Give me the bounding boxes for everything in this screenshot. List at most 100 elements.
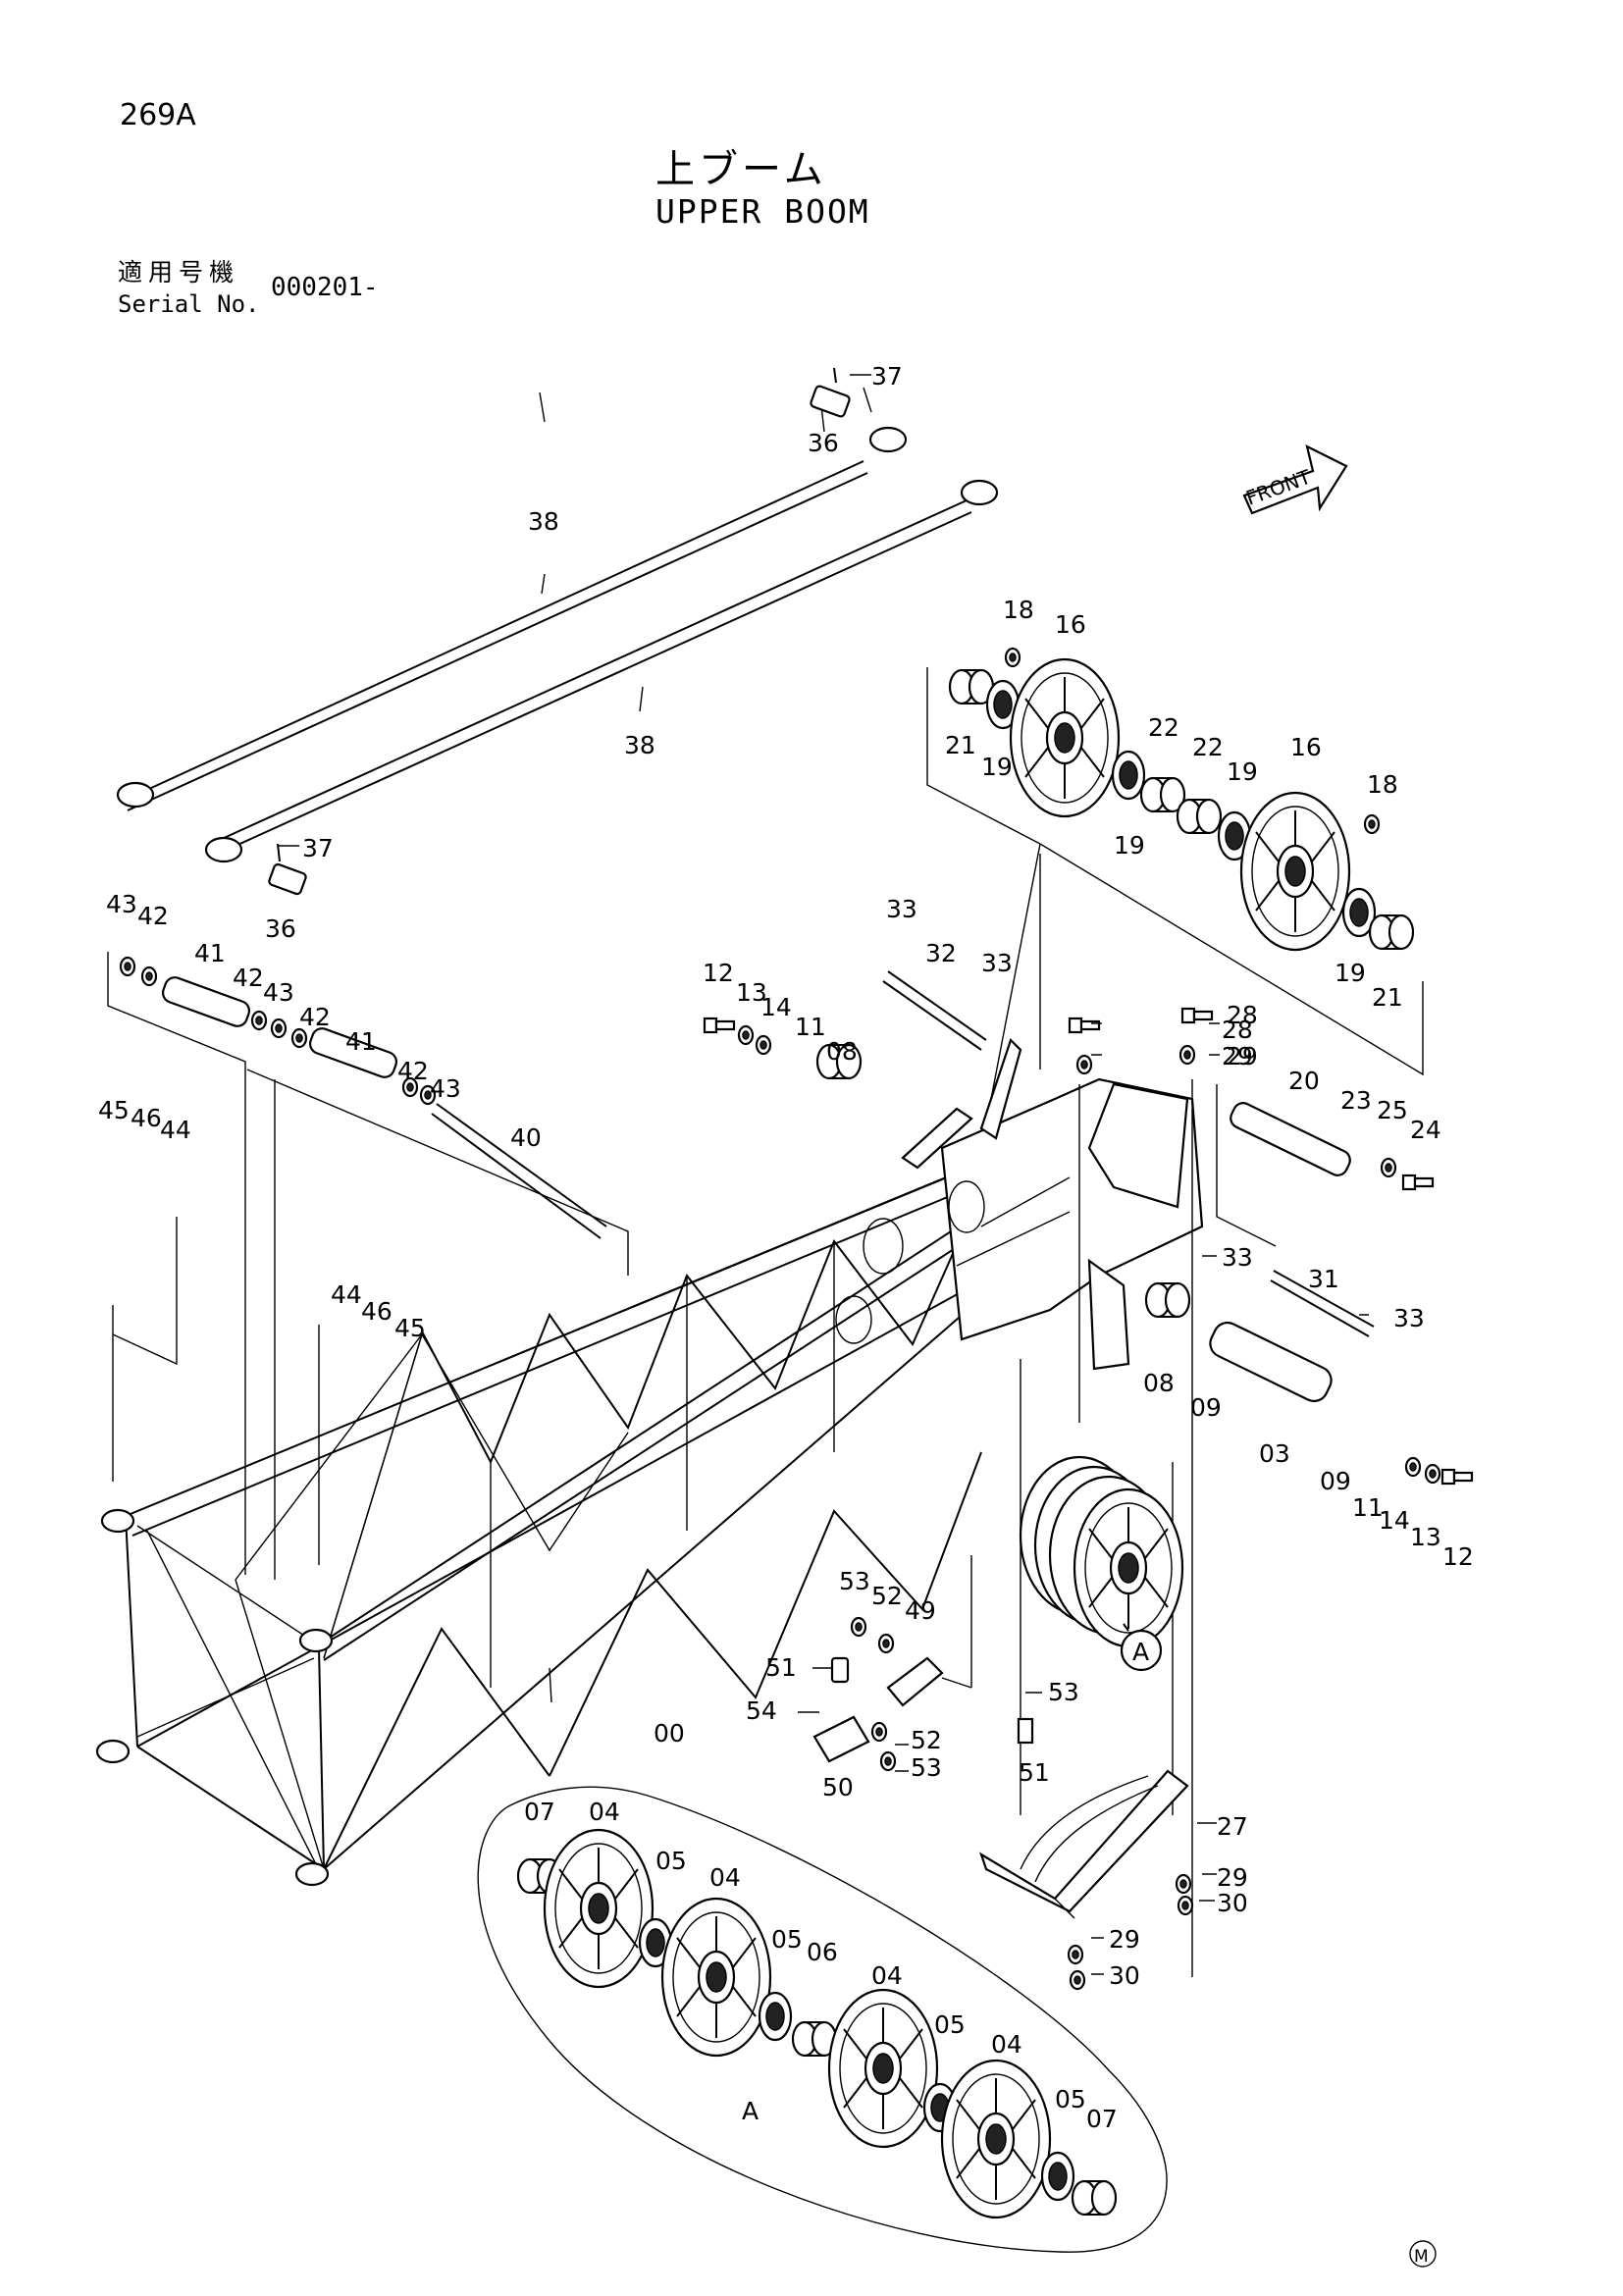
part-callout-c27: 27 bbox=[1217, 1812, 1248, 1841]
part-callout-c42a: 42 bbox=[137, 902, 169, 930]
part-callout-c44b: 44 bbox=[331, 1280, 362, 1309]
part-callout-c53b: 53 bbox=[911, 1753, 942, 1782]
part-callout-c07a: 07 bbox=[524, 1798, 555, 1826]
serial-value: 000201- bbox=[271, 273, 379, 302]
part-callout-c45a: 45 bbox=[98, 1096, 130, 1124]
boom-head bbox=[835, 1037, 1204, 1371]
part-callout-c09a: 09 bbox=[1190, 1393, 1222, 1422]
part-callout-c21a: 21 bbox=[945, 731, 976, 759]
part-callout-c33d: 33 bbox=[1393, 1304, 1425, 1332]
part-callout-c42b: 42 bbox=[233, 964, 264, 992]
boom-lattice-frame bbox=[95, 1136, 1043, 1887]
part-callout-c42c: 42 bbox=[299, 1003, 331, 1031]
part-callout-c51b: 51 bbox=[1019, 1758, 1050, 1787]
part-callout-c07b: 07 bbox=[1086, 2105, 1118, 2133]
detail-a-marker: A bbox=[1132, 1638, 1149, 1666]
pins bbox=[268, 367, 851, 896]
title-english: UPPER BOOM bbox=[655, 192, 870, 231]
part-callout-c16b: 16 bbox=[1290, 733, 1322, 761]
part-callout-c41a: 41 bbox=[194, 939, 226, 967]
part-callout-c19b: 19 bbox=[1114, 831, 1145, 860]
part-callout-c36a: 36 bbox=[808, 429, 839, 457]
part-callout-c45b: 45 bbox=[394, 1314, 426, 1342]
part-callout-c13a: 13 bbox=[736, 978, 767, 1007]
part-callout-c11a: 11 bbox=[795, 1013, 826, 1041]
part-callout-c05c: 05 bbox=[934, 2010, 966, 2039]
part-callout-c00: 00 bbox=[654, 1719, 685, 1748]
part-callout-c23: 23 bbox=[1340, 1086, 1372, 1115]
part-callout-c12b: 12 bbox=[1442, 1542, 1474, 1571]
part-callout-c42d: 42 bbox=[397, 1057, 429, 1085]
part-callout-c33b: 33 bbox=[981, 949, 1013, 977]
part-callout-c05b: 05 bbox=[771, 1925, 803, 1954]
part-callout-c40: 40 bbox=[510, 1123, 542, 1152]
part-callout-c29a: 29 bbox=[1222, 1042, 1253, 1070]
part-callout-c41b: 41 bbox=[345, 1027, 377, 1056]
part-callout-c19d: 19 bbox=[1335, 959, 1366, 987]
part-callout-c08b: 08 bbox=[1143, 1369, 1175, 1397]
serial-label-japanese: 適用号機 bbox=[118, 258, 240, 287]
part-callout-c31: 31 bbox=[1308, 1265, 1339, 1293]
part-callout-c43b: 43 bbox=[263, 978, 294, 1007]
part-callout-c29d: 29 bbox=[1109, 1925, 1140, 1954]
part-callout-c05a: 05 bbox=[655, 1847, 687, 1875]
part-callout-c32: 32 bbox=[925, 939, 957, 967]
part-callout-c38b: 38 bbox=[624, 731, 655, 759]
part-callout-c46a: 46 bbox=[131, 1104, 162, 1132]
part-callout-c52a: 52 bbox=[871, 1582, 903, 1610]
shafts bbox=[119, 956, 607, 1239]
part-callout-c37b: 37 bbox=[302, 834, 334, 862]
part-callout-c04b: 04 bbox=[709, 1863, 741, 1892]
part-callout-c04d: 04 bbox=[991, 2030, 1022, 2059]
part-callout-c25: 25 bbox=[1377, 1096, 1408, 1124]
part-callout-c18b: 18 bbox=[1367, 770, 1398, 799]
part-callout-c19a: 19 bbox=[981, 753, 1013, 781]
part-callout-c33a: 33 bbox=[886, 895, 917, 923]
part-callout-c49: 49 bbox=[905, 1596, 936, 1625]
part-callout-c24: 24 bbox=[1410, 1116, 1441, 1144]
front-arrow-icon: FRONT bbox=[1243, 444, 1348, 515]
part-callout-c06: 06 bbox=[807, 1938, 838, 1966]
part-callout-c37a: 37 bbox=[871, 362, 903, 391]
brackets-49-50 bbox=[812, 1555, 1034, 1772]
part-callout-c04a: 04 bbox=[589, 1798, 620, 1826]
m-mark-icon: M bbox=[1409, 2240, 1437, 2268]
part-callout-c12a: 12 bbox=[703, 959, 734, 987]
part-callout-c03: 03 bbox=[1259, 1439, 1290, 1468]
part-callout-c30b: 30 bbox=[1109, 1961, 1140, 1990]
part-callout-c08a: 08 bbox=[826, 1037, 858, 1066]
part-callout-c30a: 30 bbox=[1217, 1889, 1248, 1917]
part-callout-c43a: 43 bbox=[106, 890, 137, 918]
part-callout-c16a: 16 bbox=[1055, 610, 1086, 639]
part-callout-c09b: 09 bbox=[1320, 1467, 1351, 1495]
part-callout-c33c: 33 bbox=[1222, 1243, 1253, 1272]
part-callout-c21b: 21 bbox=[1372, 983, 1403, 1012]
part-callout-c13b: 13 bbox=[1410, 1523, 1441, 1551]
part-callout-c28b: 28 bbox=[1227, 1001, 1258, 1029]
part-callout-c14b: 14 bbox=[1379, 1506, 1410, 1535]
top-sheave-group bbox=[926, 647, 1424, 1100]
page-code: 269A bbox=[120, 98, 196, 132]
part-callout-c36b: 36 bbox=[265, 914, 296, 943]
serial-label-english: Serial No. bbox=[118, 290, 260, 318]
sheave-cover bbox=[979, 1769, 1194, 1991]
part-callout-c22b: 22 bbox=[1192, 733, 1224, 761]
part-callout-c50: 50 bbox=[822, 1773, 854, 1801]
title-japanese: 上ブーム bbox=[655, 147, 827, 192]
part-callout-c53a: 53 bbox=[839, 1567, 870, 1595]
part-callout-c18a: 18 bbox=[1003, 596, 1034, 624]
part-callout-c53c: 53 bbox=[1048, 1678, 1079, 1706]
part-callout-c29b: 29 bbox=[1227, 1042, 1258, 1070]
part-callout-c22a: 22 bbox=[1148, 713, 1179, 742]
part-callout-c44a: 44 bbox=[160, 1116, 191, 1144]
m-mark-label: M bbox=[1414, 2247, 1429, 2267]
part-callout-c14a: 14 bbox=[760, 993, 792, 1021]
part-callout-c05d: 05 bbox=[1055, 2085, 1086, 2113]
part-callout-c38a: 38 bbox=[528, 507, 559, 536]
tie-rods bbox=[116, 387, 999, 1703]
part-callout-c54: 54 bbox=[746, 1696, 777, 1725]
pins-and-shafts bbox=[703, 970, 1474, 1977]
detail-a-ellipse bbox=[477, 1786, 1168, 2253]
